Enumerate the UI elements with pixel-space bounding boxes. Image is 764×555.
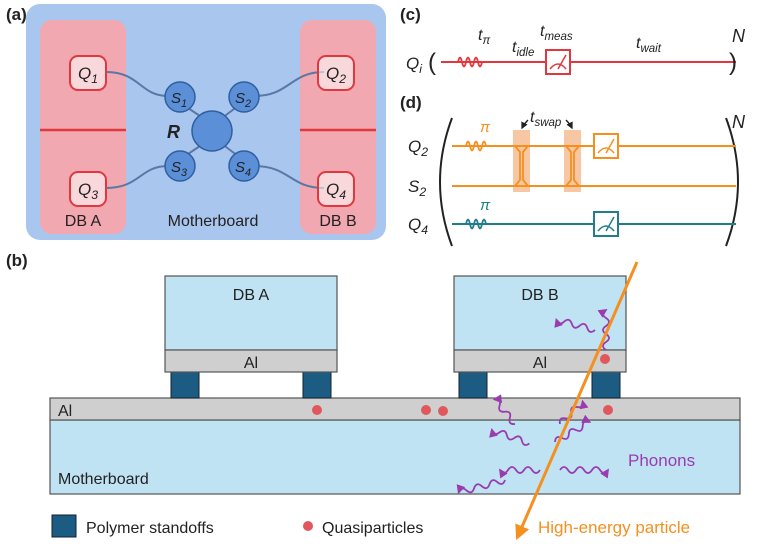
panel-c-right-bracket: ) [729, 49, 737, 76]
sensor-s2-node [228, 81, 260, 113]
db-a-chip [164, 275, 338, 351]
panel-c-pi-pulse [457, 56, 483, 68]
panel-label-c: (c) [400, 5, 421, 24]
legend: Polymer standoffs Quasiparticles High-en… [51, 514, 690, 538]
db-b-label: DB B [319, 213, 356, 230]
resonator-label: R [167, 122, 180, 142]
panel-a-diagram: Q1 Q2 Q3 Q4 S1 S2 S3 S4 R DB A DB B Moth… [26, 4, 386, 240]
panel-d-line-q4: Q4 [408, 215, 428, 237]
db-b-al-layer [453, 349, 627, 373]
panel-d-t-swap: tswap [530, 109, 562, 129]
panel-c-qubit-label: Qi [406, 54, 422, 76]
resonator-node [191, 110, 233, 152]
panel-d-q2-meter-arc [597, 147, 615, 154]
panel-c-t-pi: tπ [478, 27, 490, 47]
panel-d-line-s2: S2 [408, 177, 426, 199]
panel-d-q4-measurement [593, 211, 619, 237]
phonons-label: Phonons [628, 451, 695, 470]
panel-d-q4-pi-pulse [465, 218, 487, 230]
standoff-a-left [170, 371, 200, 399]
sensor-s1-node [164, 81, 196, 113]
quasiparticle [421, 405, 431, 415]
panel-d-q4-meter-arc [597, 225, 615, 232]
panel-d-q2-meter-needle [605, 138, 615, 154]
panel-c-meter-needle [557, 54, 567, 70]
panel-c-meter-arc [549, 63, 567, 70]
panel-c-t-wait: twait [636, 35, 662, 55]
db-b-chip-label: DB B [521, 287, 558, 304]
qubit-q1-box [69, 55, 107, 91]
quasiparticle [312, 405, 322, 415]
motherboard-label-a: Motherboard [168, 213, 259, 230]
standoff-a-right [302, 371, 332, 399]
sensor-s3-node [164, 150, 196, 182]
panel-c-t-idle: tidle [512, 39, 534, 59]
panel-d-q2-pi-pulse [465, 140, 487, 152]
db-b-chip [453, 275, 627, 351]
panel-d-line-q2: Q2 [408, 137, 428, 159]
qubit-q4-box [317, 171, 355, 207]
db-a-chip-label: DB A [233, 287, 270, 304]
motherboard-al-layer [49, 397, 741, 421]
legend-standoffs: Polymer standoffs [86, 520, 214, 537]
panel-c-repeat: N [732, 26, 746, 46]
swap-arrow-left [521, 119, 529, 130]
panel-d-q2-pi: π [480, 119, 491, 136]
db-a-al-layer [164, 349, 338, 373]
panel-b-cross-section: Al Motherboard DB A Al DB B Al [49, 261, 741, 541]
panel-d-repeat: N [732, 112, 746, 132]
sensor-s4-node [228, 150, 260, 182]
panel-d-right-bracket [725, 117, 739, 247]
db-a-label: DB A [65, 213, 102, 230]
qubit-q3-box [69, 171, 107, 207]
quasiparticle [438, 406, 448, 416]
quasiparticle [600, 354, 610, 364]
panel-label-b: (b) [6, 251, 28, 270]
motherboard-label-b: Motherboard [58, 471, 149, 488]
panel-c-measurement-box [545, 49, 571, 75]
motherboard-substrate [49, 419, 741, 495]
quasiparticle [603, 405, 613, 415]
standoff-b-right [591, 371, 621, 399]
qubit-q2-box [317, 55, 355, 91]
panel-label-d: (d) [400, 93, 422, 112]
db-a-al-label: Al [244, 355, 258, 372]
swap-arrow-right [565, 119, 573, 130]
legend-quasiparticle-swatch [303, 521, 313, 531]
legend-high-energy-particle: High-energy particle [538, 518, 690, 537]
motherboard-al-label: Al [58, 403, 72, 420]
panel-label-a: (a) [6, 5, 27, 24]
standoff-b-left [458, 371, 488, 399]
panel-d-sequence: Q2 S2 Q4 π π tswap N [408, 109, 746, 247]
db-b-al-label: Al [533, 355, 547, 372]
legend-standoff-swatch [51, 514, 77, 538]
panel-d-q2-measurement [593, 133, 619, 159]
swap-gate-2 [565, 145, 580, 187]
swap-gate-1 [514, 145, 529, 187]
panel-c-sequence: Qi ( tπ tidle tmeas twait ) N [406, 23, 746, 76]
panel-c-left-bracket: ( [428, 49, 436, 76]
panel-d-left-bracket [439, 117, 453, 247]
panel-d-q4-meter-needle [605, 216, 615, 232]
panel-c-t-meas: tmeas [540, 23, 573, 43]
legend-quasiparticles: Quasiparticles [322, 520, 423, 537]
panel-d-q4-pi: π [480, 197, 491, 214]
swap-shade-2 [564, 130, 581, 192]
high-energy-particle-track [515, 261, 639, 541]
swap-shade-1 [513, 130, 530, 192]
